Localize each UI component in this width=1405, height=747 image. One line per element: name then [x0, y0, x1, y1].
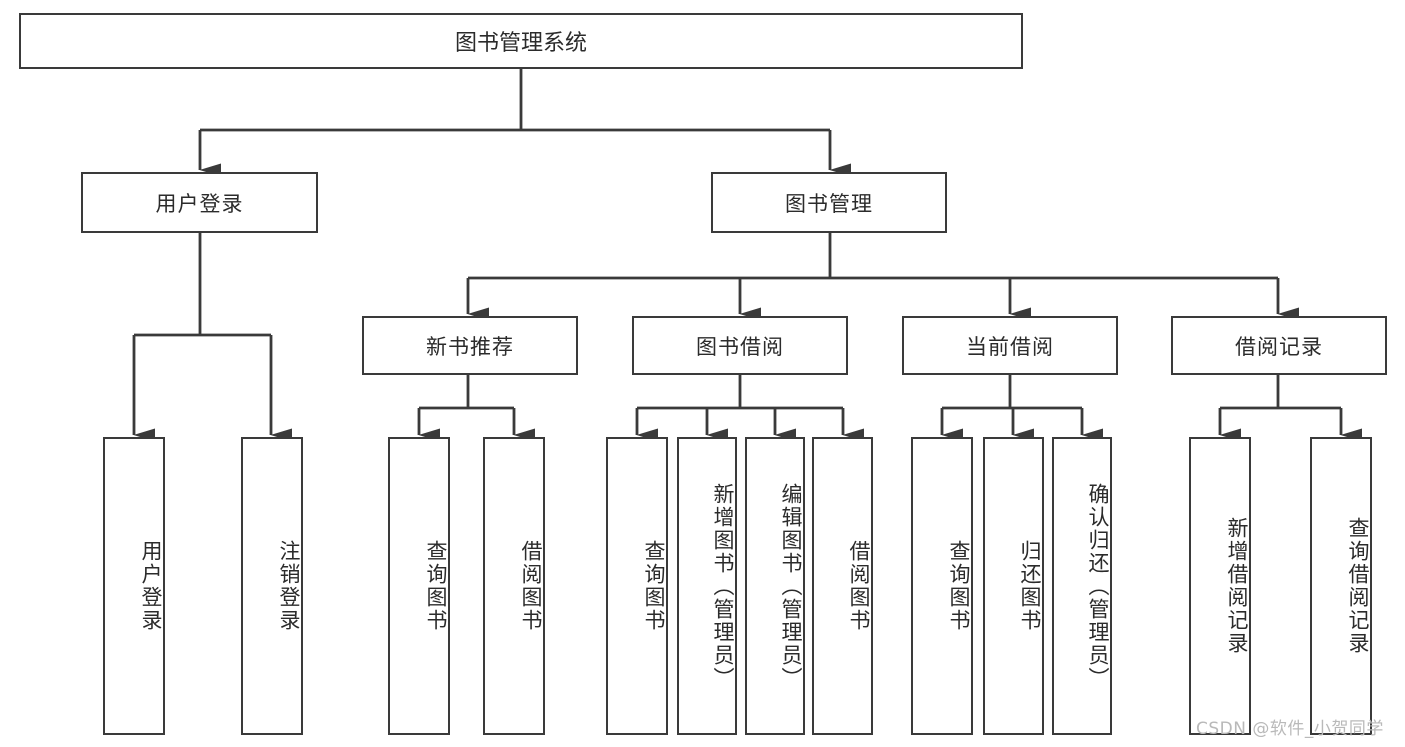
- leaf-query-borrow-record[interactable]: 查询借阅记录: [1310, 437, 1372, 735]
- leaf-logout[interactable]: 注销登录: [241, 437, 303, 735]
- leaf-return-book[interactable]: 归还图书: [983, 437, 1044, 735]
- node-borrow-records[interactable]: 借阅记录: [1171, 316, 1387, 375]
- leaf-edit-book-admin-label: 编辑图书（管理员）: [779, 482, 803, 690]
- leaf-borrow-book-recommend[interactable]: 借阅图书: [483, 437, 545, 735]
- leaf-query-book-current-label: 查询图书: [947, 540, 971, 632]
- node-current-borrow-label: 当前借阅: [966, 334, 1054, 359]
- leaf-query-book-borrow-label: 查询图书: [642, 540, 666, 632]
- leaf-query-book-current[interactable]: 查询图书: [911, 437, 973, 735]
- leaf-return-book-label: 归还图书: [1018, 540, 1042, 632]
- node-user-login[interactable]: 用户登录: [81, 172, 318, 233]
- node-root[interactable]: 图书管理系统: [19, 13, 1023, 69]
- csdn-watermark: CSDN @软件_小贺同学: [1196, 719, 1384, 739]
- node-new-book-recommend[interactable]: 新书推荐: [362, 316, 578, 375]
- leaf-query-book-recommend-label: 查询图书: [424, 540, 448, 632]
- leaf-borrow-book-recommend-label: 借阅图书: [519, 540, 543, 632]
- leaf-query-book-recommend[interactable]: 查询图书: [388, 437, 450, 735]
- node-book-borrow-label: 图书借阅: [696, 334, 784, 359]
- node-book-management[interactable]: 图书管理: [711, 172, 947, 233]
- leaf-add-borrow-record-label: 新增借阅记录: [1225, 517, 1249, 655]
- leaf-user-login-label: 用户登录: [139, 540, 163, 632]
- leaf-query-book-borrow[interactable]: 查询图书: [606, 437, 668, 735]
- leaf-confirm-return-admin-label: 确认归还（管理员）: [1086, 482, 1110, 690]
- leaf-logout-label: 注销登录: [277, 540, 301, 632]
- node-borrow-records-label: 借阅记录: [1235, 334, 1323, 359]
- leaf-confirm-return-admin[interactable]: 确认归还（管理员）: [1052, 437, 1112, 735]
- leaf-add-borrow-record[interactable]: 新增借阅记录: [1189, 437, 1251, 735]
- leaf-edit-book-admin[interactable]: 编辑图书（管理员）: [745, 437, 805, 735]
- node-current-borrow[interactable]: 当前借阅: [902, 316, 1118, 375]
- leaf-borrow-book-label: 借阅图书: [847, 540, 871, 632]
- leaf-add-book-admin[interactable]: 新增图书（管理员）: [677, 437, 737, 735]
- node-user-login-label: 用户登录: [155, 191, 244, 216]
- node-root-label: 图书管理系统: [454, 31, 587, 56]
- node-book-borrow[interactable]: 图书借阅: [632, 316, 848, 375]
- node-new-book-recommend-label: 新书推荐: [426, 334, 514, 359]
- leaf-user-login[interactable]: 用户登录: [103, 437, 165, 735]
- leaf-add-book-admin-label: 新增图书（管理员）: [711, 482, 735, 690]
- node-book-management-label: 图书管理: [785, 191, 873, 216]
- leaf-query-borrow-record-label: 查询借阅记录: [1346, 517, 1370, 655]
- leaf-borrow-book[interactable]: 借阅图书: [812, 437, 873, 735]
